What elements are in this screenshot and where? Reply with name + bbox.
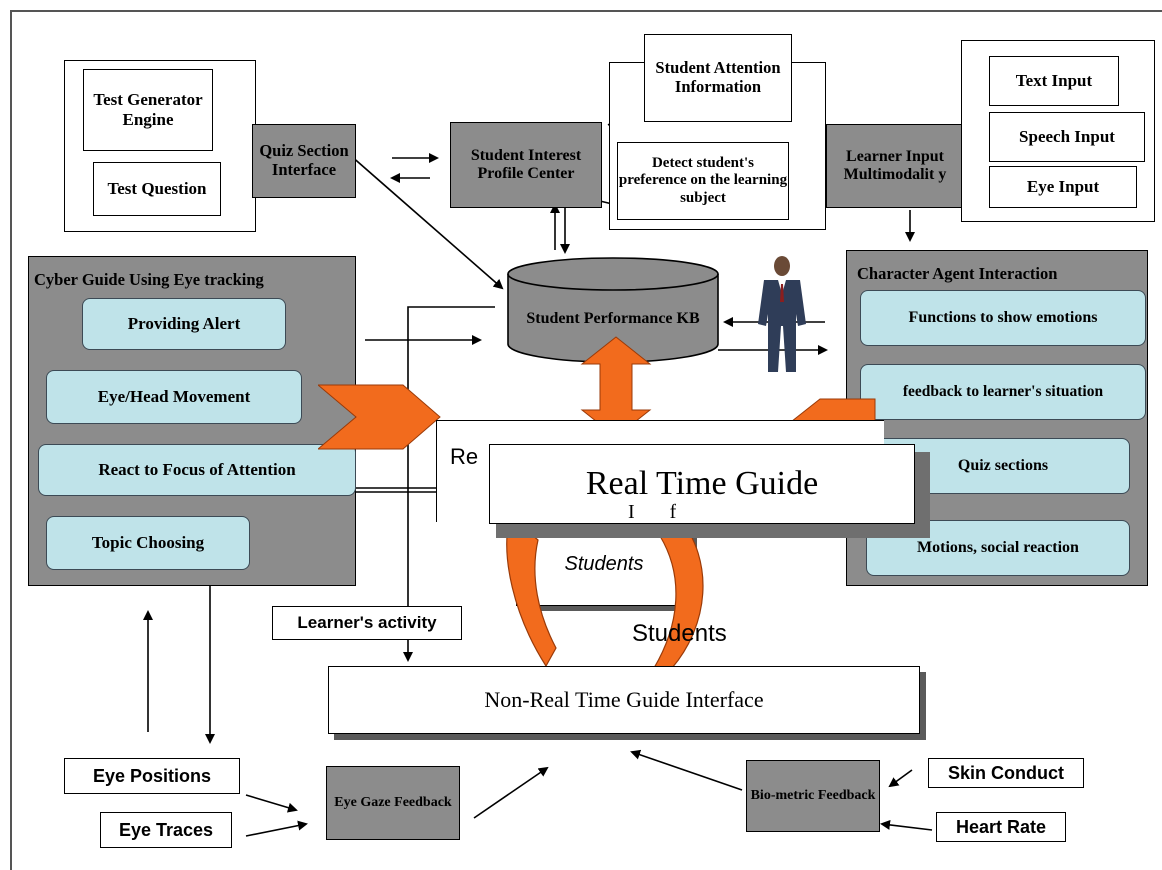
eye-gaze-feedback: Eye Gaze Feedback bbox=[326, 766, 460, 840]
nonrealtime-guide-interface: Non-Real Time Guide Interface bbox=[328, 666, 920, 734]
learner-input-multimodality: Learner Input Multimodalit y bbox=[826, 124, 964, 208]
feedback-situation-label: feedback to learner's situation bbox=[902, 383, 1104, 400]
eye-head-movement-item: Eye/Head Movement bbox=[46, 370, 302, 424]
text-input-label: Text Input bbox=[1015, 71, 1093, 91]
realtime-guide-label: Real Time Guide bbox=[489, 444, 915, 524]
motions-label: Motions, social reaction bbox=[917, 539, 1079, 556]
realtime-guide-text: Real Time Guide bbox=[585, 465, 819, 503]
eye-input-label: Eye Input bbox=[1026, 177, 1100, 197]
eye-positions-label: Eye Positions bbox=[92, 765, 212, 786]
quiz-sections-label: Quiz sections bbox=[957, 457, 1049, 474]
students-outer-label: Students bbox=[632, 620, 727, 647]
test-generator-engine: Test Generator Engine bbox=[83, 69, 213, 151]
react-focus-label: React to Focus of Attention bbox=[98, 460, 296, 479]
skin-conduct-label: Skin Conduct bbox=[948, 762, 1064, 783]
student-attention-information: Student Attention Information bbox=[644, 34, 792, 122]
character-agent-title: Character Agent Interaction bbox=[857, 264, 1058, 283]
show-emotions-label: Functions to show emotions bbox=[908, 309, 1098, 326]
student-performance-kb: Student Performance KB bbox=[488, 306, 738, 332]
learner-input-label: Learner Input Multimodalit y bbox=[843, 147, 947, 183]
realtime-partial-sub: I f bbox=[628, 502, 677, 522]
eye-traces-box: Eye Traces bbox=[100, 812, 232, 848]
test-question-label: Test Question bbox=[107, 179, 207, 199]
quiz-section-interface: Quiz Section Interface bbox=[252, 124, 356, 198]
cycle-arrows-icon bbox=[506, 514, 704, 669]
attention-info-label: Student Attention Information bbox=[655, 58, 781, 96]
quiz-section-interface-label: Quiz Section Interface bbox=[259, 141, 349, 179]
profile-center-label: Student Interest Profile Center bbox=[470, 146, 582, 182]
kb-label: Student Performance KB bbox=[526, 309, 700, 327]
feedback-situation-item: feedback to learner's situation bbox=[860, 364, 1146, 420]
topic-choosing-label: Topic Choosing bbox=[91, 533, 205, 552]
students-inner-label: Students bbox=[564, 552, 644, 575]
learners-activity-label: Learner's activity bbox=[297, 613, 437, 633]
realtime-partial-text: Re bbox=[450, 444, 479, 469]
skin-conduct-box: Skin Conduct bbox=[928, 758, 1084, 788]
show-emotions-item: Functions to show emotions bbox=[860, 290, 1146, 346]
cyber-guide-title: Cyber Guide Using Eye tracking bbox=[34, 270, 264, 289]
left-chevron-arrow-icon bbox=[318, 384, 441, 450]
biometric-label: Bio-metric Feedback bbox=[750, 787, 876, 803]
eye-input-box: Eye Input bbox=[989, 166, 1137, 208]
speech-input-box: Speech Input bbox=[989, 112, 1145, 162]
eye-head-movement-label: Eye/Head Movement bbox=[97, 387, 251, 406]
heart-rate-label: Heart Rate bbox=[955, 816, 1047, 837]
providing-alert-item: Providing Alert bbox=[82, 298, 286, 350]
character-agent-person-icon bbox=[758, 256, 806, 372]
nonrealtime-label: Non-Real Time Guide Interface bbox=[484, 687, 764, 713]
eye-positions-box: Eye Positions bbox=[64, 758, 240, 794]
student-interest-profile-center: Student Interest Profile Center bbox=[450, 122, 602, 208]
detect-preference-label: Detect student's preference on the learn… bbox=[618, 155, 788, 206]
topic-choosing-item: Topic Choosing bbox=[46, 516, 250, 570]
test-generator-engine-label: Test Generator Engine bbox=[93, 90, 203, 129]
eye-gaze-label: Eye Gaze Feedback bbox=[334, 794, 452, 810]
speech-input-label: Speech Input bbox=[1019, 127, 1115, 147]
frame-border bbox=[10, 10, 1162, 870]
providing-alert-label: Providing Alert bbox=[127, 314, 241, 333]
test-question: Test Question bbox=[93, 162, 221, 216]
biometric-feedback: Bio-metric Feedback bbox=[746, 760, 880, 832]
heart-rate-box: Heart Rate bbox=[936, 812, 1066, 842]
detect-preference-box: Detect student's preference on the learn… bbox=[617, 142, 789, 220]
react-focus-item: React to Focus of Attention bbox=[38, 444, 356, 496]
eye-traces-label: Eye Traces bbox=[118, 819, 214, 840]
learners-activity-box: Learner's activity bbox=[272, 606, 462, 640]
text-input-box: Text Input bbox=[989, 56, 1119, 106]
